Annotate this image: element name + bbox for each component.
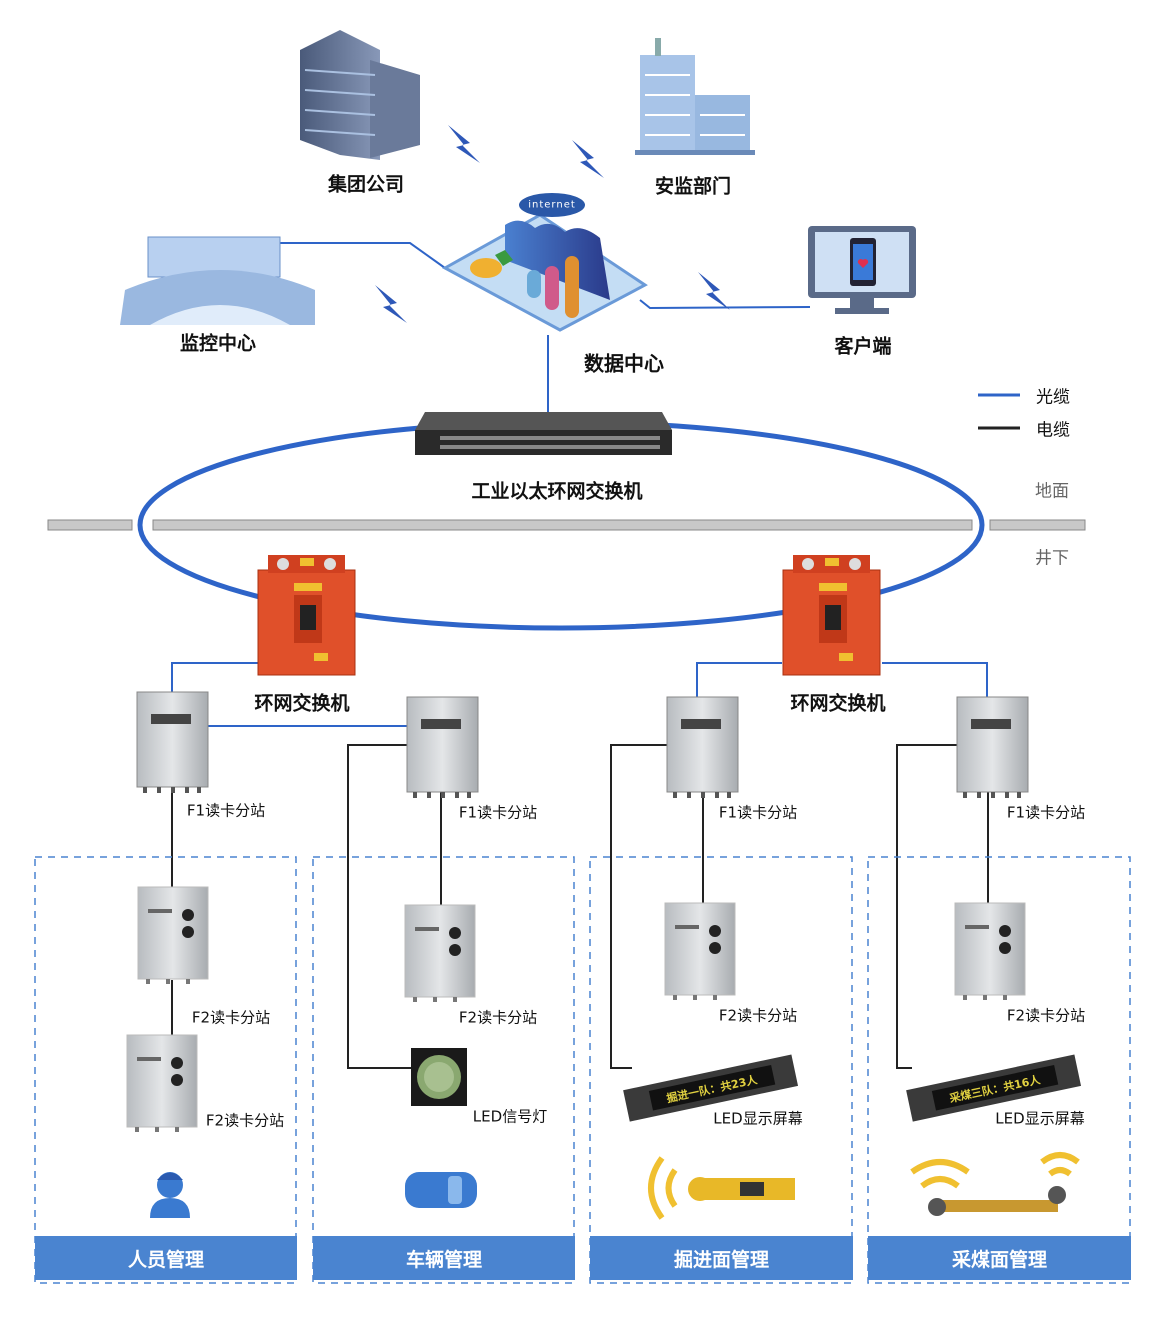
f1-substation-icon (956, 696, 1029, 799)
core-switch-icon (415, 412, 672, 455)
f1-substation-icon (666, 696, 739, 799)
internet-cloud-icon (519, 193, 585, 217)
f1-label: F1读卡分站 (718, 803, 798, 822)
f2-label: F2读卡分站 (458, 1008, 538, 1027)
f1-substation-icon (406, 696, 479, 799)
data-center-icon (441, 213, 648, 332)
category-coal-face: 采煤面管理 (868, 1236, 1131, 1280)
cable-lines (171, 744, 989, 1069)
category-vehicle: 车辆管理 (313, 1236, 575, 1280)
ground-line (47, 519, 1086, 531)
ring-switch-right-icon (782, 554, 881, 676)
client-label: 客户端 (834, 335, 892, 358)
f2-substation-icon (137, 886, 209, 985)
category-heading-face: 掘进面管理 (590, 1236, 853, 1280)
ground-label: 地面 (1035, 481, 1069, 502)
f2-label: F2读卡分站 (205, 1111, 285, 1130)
f2-label: F2读卡分站 (191, 1008, 271, 1027)
fiber-lines (171, 242, 988, 727)
led-screen-2-label: LED显示屏幕 (995, 1109, 1085, 1128)
internet-label: internet (528, 199, 576, 211)
f1-label: F1读卡分站 (186, 801, 266, 820)
monitor-center-icon (120, 236, 315, 325)
signal-light-label: LED信号灯 (472, 1107, 548, 1126)
wireless-bolt-icon (572, 140, 604, 178)
f1-substation-icon (136, 691, 209, 794)
ring-switch-left-label: 环网交换机 (254, 692, 350, 715)
led-signal-light-icon (411, 1048, 467, 1106)
group-company-building-icon (300, 30, 420, 160)
f2-label: F2读卡分站 (1006, 1006, 1086, 1025)
client-monitor-icon (808, 226, 916, 314)
safety-dept-building-icon (635, 38, 755, 155)
legend-cable-label: 电缆 (1036, 420, 1070, 441)
monitor-center-label: 监控中心 (179, 332, 257, 355)
f2-substation-icon (126, 1034, 198, 1133)
ring-switch-left-icon (257, 554, 356, 676)
wireless-bolt-icon (375, 285, 407, 323)
wireless-bolt-icon (448, 125, 480, 163)
shearer-icon (910, 1152, 1080, 1216)
group-company-label: 集团公司 (327, 173, 405, 196)
category-boxes (34, 856, 1131, 1284)
f2-label: F2读卡分站 (718, 1006, 798, 1025)
underground-label: 井下 (1035, 548, 1069, 569)
f2-substation-icon (954, 902, 1026, 1001)
person-icon (150, 1172, 190, 1218)
f2-substation-icon (404, 904, 476, 1003)
led-screen-1-label: LED显示屏幕 (713, 1109, 803, 1128)
led-screen-2-icon: 采煤三队：共16人 (906, 1054, 1082, 1122)
safety-dept-label: 安监部门 (654, 175, 732, 198)
vehicle-icon (405, 1172, 477, 1208)
data-center-label: 数据中心 (584, 351, 664, 376)
f1-label: F1读卡分站 (1006, 803, 1086, 822)
wireless-bolt-icon (698, 272, 730, 310)
f2-substation-icon (664, 902, 736, 1001)
roadheader-icon (648, 1156, 795, 1220)
core-switch-label: 工业以太环网交换机 (471, 480, 643, 503)
ring-switch-right-label: 环网交换机 (790, 692, 886, 715)
legend-fiber-label: 光缆 (1036, 387, 1070, 408)
category-personnel: 人员管理 (35, 1236, 297, 1280)
f1-label: F1读卡分站 (458, 803, 538, 822)
